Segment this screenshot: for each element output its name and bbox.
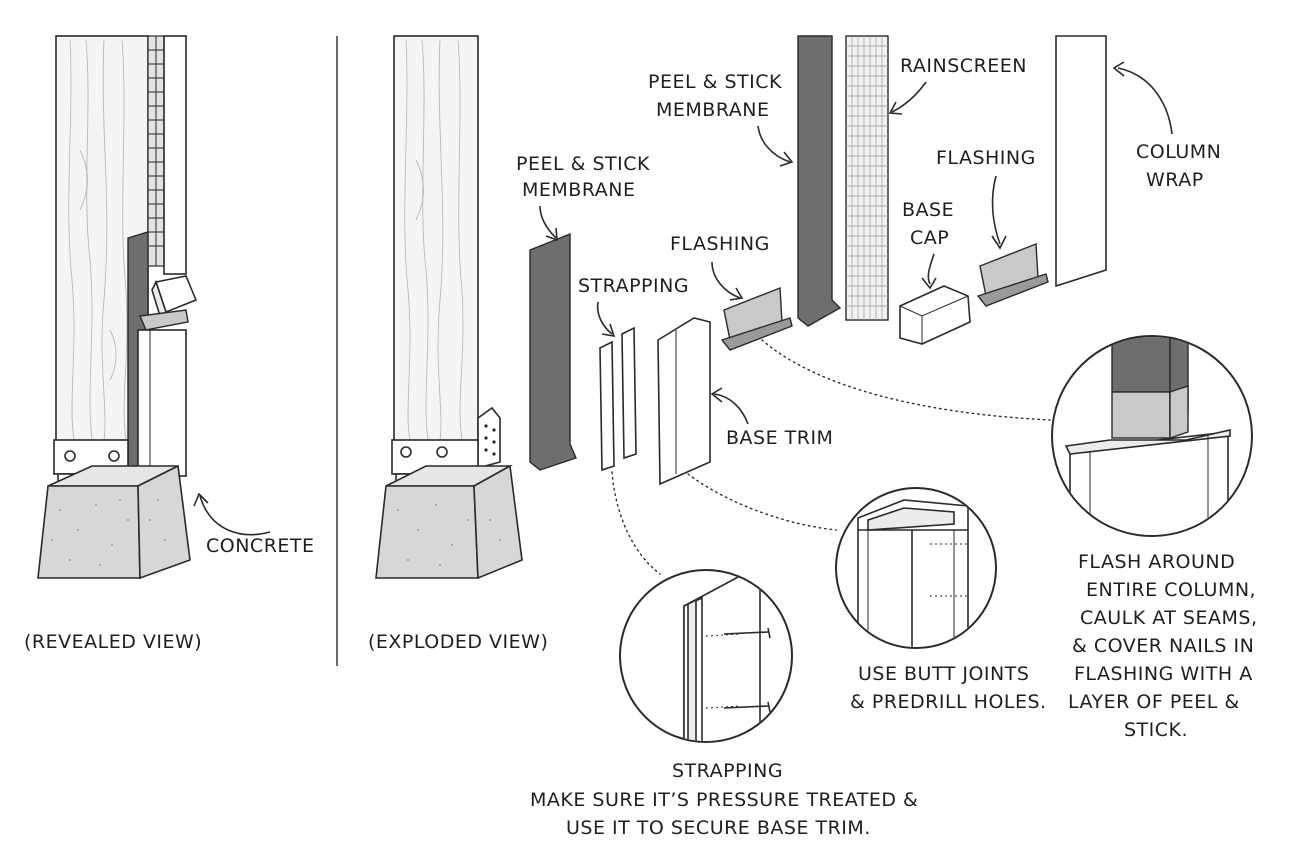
exploded-wood-post [393,35,479,443]
strapping-leader [611,471,661,575]
strapping-arrow [596,301,613,335]
exploded-base-cap [899,285,971,345]
exploded-view-caption: (EXPLODED VIEW) [368,631,548,653]
revealed-concrete-front [37,485,141,579]
peel-stick-arrow-lower [539,205,557,239]
revealed-view [37,35,198,580]
column-wrap-label-1: COLUMN [1136,141,1221,163]
base-cap-label-1: BASE [902,199,954,221]
strapping-note-line-2: MAKE SURE IT’S PRESSURE TREATED & [530,789,918,811]
revealed-base-trim [137,329,187,477]
base-cap-label-2: CAP [910,227,949,249]
butt-joints-note-line-2: & PREDRILL HOLES. [850,691,1047,713]
strapping-note-line-3: USE IT TO SECURE BASE TRIM. [566,817,871,839]
peel-stick-label-lower-2: MEMBRANE [522,179,635,201]
peel-stick-label-upper-2: MEMBRANE [656,99,769,121]
butt-joints-detail [835,487,997,649]
butt-joints-note-line-1: USE BUTT JOINTS [858,663,1029,685]
base-trim-arrow [713,393,749,425]
base-cap-arrow [927,253,935,285]
flash-note-line-6: LAYER OF PEEL & [1068,691,1240,713]
column-wrap-arrow [1117,67,1173,135]
strapping-label: STRAPPING [578,275,689,297]
rainscreen-label: RAINSCREEN [900,55,1027,77]
rainscreen-grid [846,36,888,320]
flashing-label-upper: FLASHING [936,147,1036,169]
column-wrap-label-2: WRAP [1146,169,1204,191]
flash-note-line-7: STICK. [1124,719,1188,741]
flashing-arrow-lower [711,261,741,299]
strapping-note-line-1: STRAPPING [672,760,783,782]
flash-note-line-1: FLASH AROUND [1078,551,1235,573]
concrete-arrow [199,495,271,536]
revealed-view-caption: (REVEALED VIEW) [24,631,202,653]
exploded-column-wrap [1055,35,1107,288]
flash-note-line-5: FLASHING WITH A [1074,663,1253,685]
exploded-side-bracket [477,406,501,470]
base-trim-leader [687,473,837,531]
strapping-detail [619,569,793,743]
flash-note-line-2: ENTIRE COLUMN, [1086,579,1256,601]
exploded-view [375,35,1107,580]
peel-stick-arrow-upper [757,125,791,163]
peel-stick-label-lower-1: PEEL & STICK [516,153,650,175]
revealed-flashing [138,309,189,331]
rainscreen-arrow [891,81,927,113]
revealed-column-wrap [163,35,187,275]
flashing-leader [761,339,1051,421]
exploded-concrete-front [375,485,479,579]
flashing-detail [1051,335,1253,537]
peel-stick-label-upper-1: PEEL & STICK [648,71,782,93]
concrete-label: CONCRETE [206,535,315,557]
flash-note-line-4: & COVER NAILS IN [1072,635,1254,657]
exploded-rainscreen [845,35,889,321]
exploded-base-trim [657,317,711,486]
flashing-arrow-upper [991,175,1001,245]
strapping-piece-1 [599,340,615,472]
strapping-piece-2 [621,326,637,460]
flashing-label-lower: FLASHING [670,233,770,255]
base-trim-label: BASE TRIM [726,427,833,449]
exploded-membrane-lower [529,232,577,471]
flash-note-line-3: CAULK AT SEAMS, [1080,607,1257,629]
exploded-membrane-upper [797,35,842,327]
